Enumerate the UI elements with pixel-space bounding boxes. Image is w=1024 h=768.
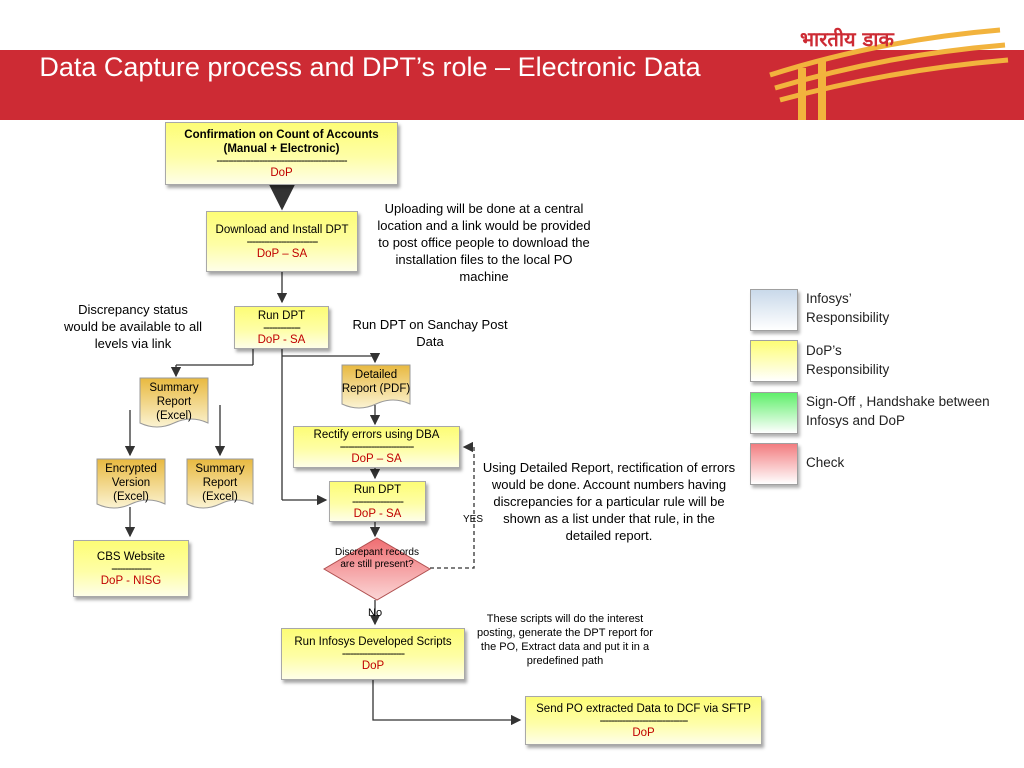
legend-label-infosys: Infosys’Responsibility [806, 291, 890, 325]
node-label: CBS Website [96, 550, 166, 563]
encrypted-version-node: Encrypted Version (Excel) [96, 458, 166, 509]
header-band [0, 50, 1024, 120]
node-divider: ------------- [263, 322, 301, 333]
node-label: Encrypted Version (Excel) [105, 463, 157, 503]
node-label: Confirmation on Count of Accounts (Manua… [184, 128, 379, 155]
node-divider: ------------------------- [246, 236, 319, 247]
logo-text: भारतीय डाक [800, 27, 894, 51]
node-label: Send PO extracted Data to DCF via SFTP [536, 702, 751, 715]
node-owner: DoP [361, 660, 385, 672]
node-label: Detailed Report (PDF) [341, 369, 411, 395]
node-label: Summary Report (Excel) [149, 382, 199, 422]
node-owner: DoP [270, 166, 293, 179]
run-dpt-node-2: Run DPT ------------------ DoP - SA [329, 481, 426, 522]
detailed-report-node: Detailed Report (PDF) [341, 364, 411, 409]
india-post-logo-icon [769, 27, 1009, 120]
run-scripts-node: Run Infosys Developed Scripts ----------… [281, 628, 465, 680]
cbs-website-node: CBS Website -------------- DoP - NISG [73, 540, 189, 597]
node-label: Rectify errors using DBA [313, 429, 440, 441]
decision-label: Discrepant records are still present? [335, 547, 419, 570]
node-owner: DoP – SA [256, 247, 308, 260]
scripts-note: These scripts will do the interest posti… [477, 613, 653, 667]
node-label: Summary Report (Excel) [195, 463, 245, 503]
node-divider: ----------------------------------------… [216, 155, 347, 166]
discrepancy-check-diamond [323, 537, 431, 601]
node-label: Run DPT [257, 309, 306, 322]
node-owner: DoP - SA [257, 333, 306, 346]
summary-report-node-2: Summary Report (Excel) [186, 458, 254, 509]
send-po-data-node: Send PO extracted Data to DCF via SFTP -… [525, 696, 762, 745]
node-owner: DoP [632, 726, 655, 739]
yes-label: YES [463, 514, 484, 525]
run-dpt-node-1: Run DPT ------------- DoP - SA [234, 306, 329, 349]
legend-swatch-signoff [750, 392, 798, 434]
node-label: Download and Install DPT [215, 223, 349, 236]
run-sanchay-note: Run DPT on Sanchay Post Data [352, 317, 508, 349]
no-label: No [368, 607, 383, 619]
rectify-errors-node: Rectify errors using DBA ---------------… [293, 426, 460, 468]
confirmation-count-node: Confirmation on Count of Accounts (Manua… [165, 122, 398, 185]
node-divider: ------------------------------- [599, 715, 689, 726]
node-owner: DoP - SA [353, 507, 402, 520]
slide-title: Data Capture process and DPT’s role – El… [39, 52, 701, 82]
node-divider: ------------------ [352, 496, 404, 507]
node-owner: DoP - NISG [100, 574, 162, 587]
detailed-report-note: Using Detailed Report, rectification of … [482, 460, 736, 543]
legend-swatch-dop [750, 340, 798, 382]
node-divider: ---------------------- [341, 649, 405, 659]
uploading-note: Uploading will be done at a central loca… [377, 201, 591, 284]
node-label: Run DPT [353, 483, 402, 496]
legend-swatch-check [750, 443, 798, 485]
legend-label-check: Check [806, 455, 845, 470]
summary-report-node-1: Summary Report (Excel) [139, 377, 209, 428]
node-label: Run Infosys Developed Scripts [294, 636, 452, 648]
download-install-node: Download and Install DPT ---------------… [206, 211, 358, 272]
node-divider: -------------- [111, 563, 152, 574]
node-divider: -------------------------- [339, 442, 415, 452]
legend-swatch-infosys [750, 289, 798, 331]
node-owner: DoP – SA [351, 453, 402, 465]
discrepancy-note: Discrepancy status would be available to… [63, 302, 203, 351]
